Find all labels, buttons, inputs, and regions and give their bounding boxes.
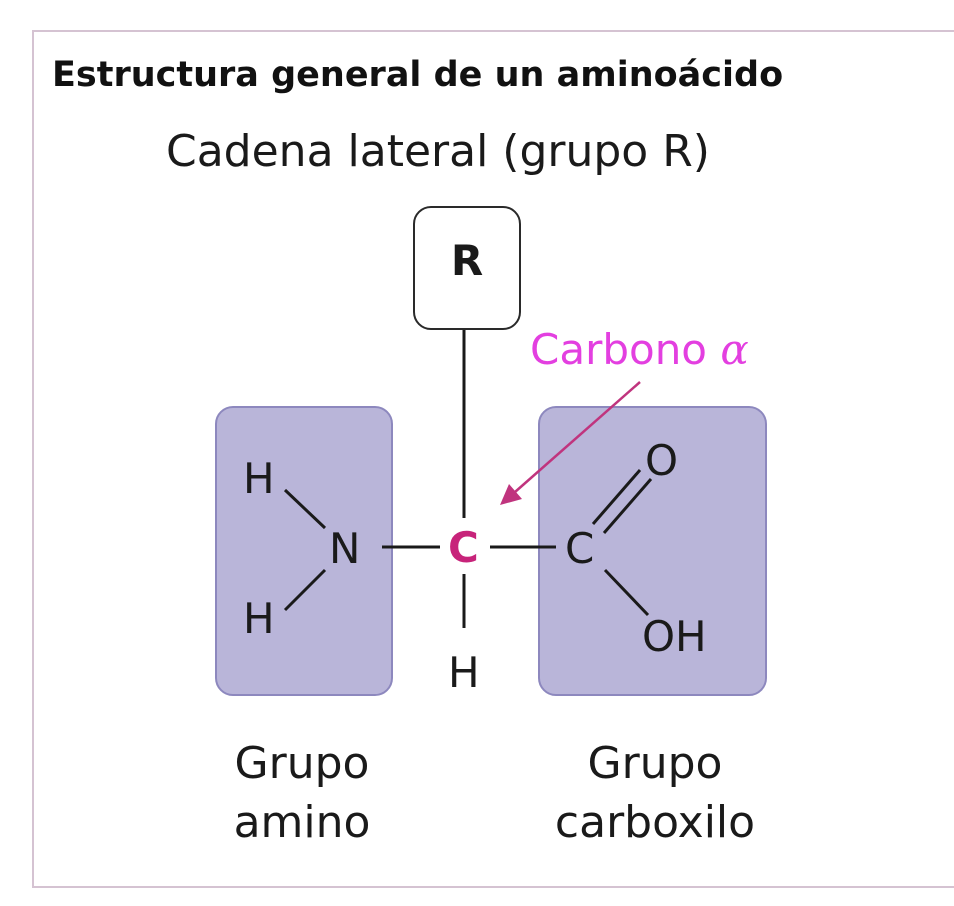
atom-c-alpha: C <box>448 523 479 572</box>
alpha-carbon-label: Carbono α <box>530 325 749 374</box>
atom-h-bottom: H <box>448 648 480 697</box>
bond-h-n-bottom <box>283 568 327 612</box>
carboxyl-group-box <box>538 406 767 696</box>
alpha-carbon-label-text: Carbono <box>530 325 721 374</box>
atom-c-carboxyl: C <box>565 524 595 573</box>
bond-h-n-top <box>283 488 327 530</box>
bond-c-oh <box>603 568 650 617</box>
amino-group-box <box>215 406 393 696</box>
alpha-arrow-head <box>500 484 522 505</box>
carboxyl-group-caption: Grupo carboxilo <box>510 734 800 853</box>
amino-caption-line1: Grupo <box>234 738 370 789</box>
diagram-title: Estructura general de un aminoácido <box>52 55 784 95</box>
carboxyl-caption-line2: carboxilo <box>554 797 756 849</box>
carboxyl-caption-line1: Grupo <box>587 738 723 789</box>
bond-c-o-2 <box>602 478 653 534</box>
atom-h-top-left: H <box>243 454 275 503</box>
r-group-letter: R <box>450 236 484 285</box>
atom-n: N <box>329 524 361 573</box>
alpha-arrow-line <box>514 381 641 493</box>
atom-oh: OH <box>642 612 707 661</box>
atom-o: O <box>645 436 679 485</box>
bond-c-o-1 <box>591 469 642 525</box>
atom-h-bottom-left: H <box>243 594 275 643</box>
alpha-symbol: α <box>720 325 749 374</box>
side-chain-label: Cadena lateral (grupo R) <box>166 126 710 177</box>
amino-caption-line2: amino <box>233 797 371 849</box>
amino-group-caption: Grupo amino <box>192 734 412 853</box>
r-group-box: R <box>413 206 521 330</box>
diagram-card <box>32 30 954 888</box>
